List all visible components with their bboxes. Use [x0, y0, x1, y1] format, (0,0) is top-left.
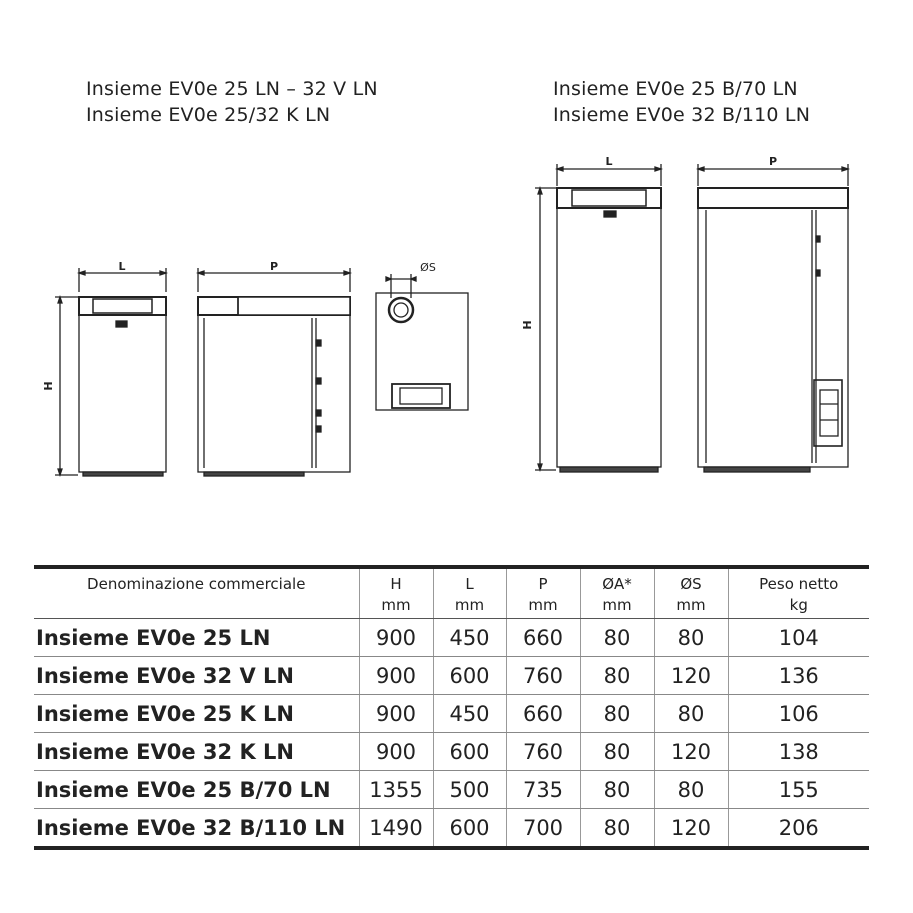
cell-name: Insieme EV0e 25 LN: [34, 618, 359, 657]
cell-name: Insieme EV0e 32 V LN: [34, 656, 359, 695]
cell-p: 735: [505, 770, 580, 809]
cell-s: 80: [653, 618, 728, 657]
table-row: Insieme EV0e 32 B/110 LN 1490 600 700 80…: [34, 808, 869, 848]
cell-p: 760: [505, 732, 580, 771]
cell-name: Insieme EV0e 25 B/70 LN: [34, 770, 359, 809]
cell-p: 760: [505, 656, 580, 695]
header-denominazione: Denominazione commerciale: [34, 567, 359, 619]
cell-peso: 104: [727, 618, 869, 657]
cell-l: 600: [432, 656, 506, 695]
cell-s: 80: [653, 770, 728, 809]
cell-peso: 138: [727, 732, 869, 771]
table-row: Insieme EV0e 25 LN 900 450 660 80 80 104: [34, 618, 869, 657]
cell-l: 600: [432, 808, 506, 848]
cell-name: Insieme EV0e 25 K LN: [34, 694, 359, 733]
cell-a: 80: [579, 656, 654, 695]
caption-right-line-2: Insieme EV0e 32 B/110 LN: [553, 104, 811, 126]
table-row: Insieme EV0e 32 K LN 900 600 760 80 120 …: [34, 732, 869, 771]
cell-p: 700: [505, 808, 580, 848]
cell-p: 660: [505, 694, 580, 733]
small-unit-top-view: [375, 292, 469, 411]
caption-left-line-1: Insieme EV0e 25 LN – 32 V LN: [86, 78, 378, 100]
cell-h: 900: [358, 694, 433, 733]
cell-a: 80: [579, 808, 654, 848]
label-l-small: L: [118, 260, 125, 273]
cell-l: 450: [432, 618, 506, 657]
cell-h: 1490: [358, 808, 433, 848]
label-p-small: P: [270, 260, 278, 273]
cell-l: 450: [432, 694, 506, 733]
cell-peso: 106: [727, 694, 869, 733]
cell-l: 500: [432, 770, 506, 809]
cell-h: 900: [358, 656, 433, 695]
table-row: Insieme EV0e 32 V LN 900 600 760 80 120 …: [34, 656, 869, 695]
cell-s: 120: [653, 732, 728, 771]
label-s: ØS: [420, 261, 436, 274]
cell-a: 80: [579, 770, 654, 809]
label-l-tall: L: [605, 155, 612, 168]
technical-drawings: L P H ØS L P H: [42, 155, 851, 478]
cell-a: 80: [579, 618, 654, 657]
caption-right-line-1: Insieme EV0e 25 B/70 LN: [553, 78, 798, 100]
cell-l: 600: [432, 732, 506, 771]
cell-s: 120: [653, 808, 728, 848]
cell-p: 660: [505, 618, 580, 657]
cell-name: Insieme EV0e 32 B/110 LN: [36, 815, 346, 840]
cell-s: 120: [653, 656, 728, 695]
caption-left-line-2: Insieme EV0e 25/32 K LN: [86, 104, 331, 126]
header-a: ØA*mm: [579, 567, 654, 619]
caption-right: Insieme EV0e 25 B/70 LN Insieme EV0e 32 …: [553, 76, 810, 128]
cell-h: 900: [358, 618, 433, 657]
table-row: Insieme EV0e 25 B/70 LN 1355 500 735 80 …: [34, 770, 869, 809]
label-p-tall: P: [769, 155, 777, 168]
cell-s: 80: [653, 694, 728, 733]
caption-left: Insieme EV0e 25 LN – 32 V LN Insieme EV0…: [86, 76, 378, 128]
cell-a: 80: [579, 732, 654, 771]
small-unit-front-view: [78, 296, 167, 477]
table-row: Insieme EV0e 25 K LN 900 450 660 80 80 1…: [34, 694, 869, 733]
tall-unit-side-view: [697, 187, 849, 473]
tall-unit-front-view: [556, 187, 662, 473]
cell-peso: 136: [727, 656, 869, 695]
cell-peso: 206: [727, 808, 869, 848]
label-h-tall: H: [521, 320, 534, 329]
label-h-small: H: [42, 381, 55, 390]
cell-a: 80: [579, 694, 654, 733]
cell-h: 900: [358, 732, 433, 771]
cell-name: Insieme EV0e 32 K LN: [34, 732, 359, 771]
cell-peso: 155: [727, 770, 869, 809]
small-unit-side-view: [197, 296, 351, 477]
cell-h: 1355: [358, 770, 433, 809]
